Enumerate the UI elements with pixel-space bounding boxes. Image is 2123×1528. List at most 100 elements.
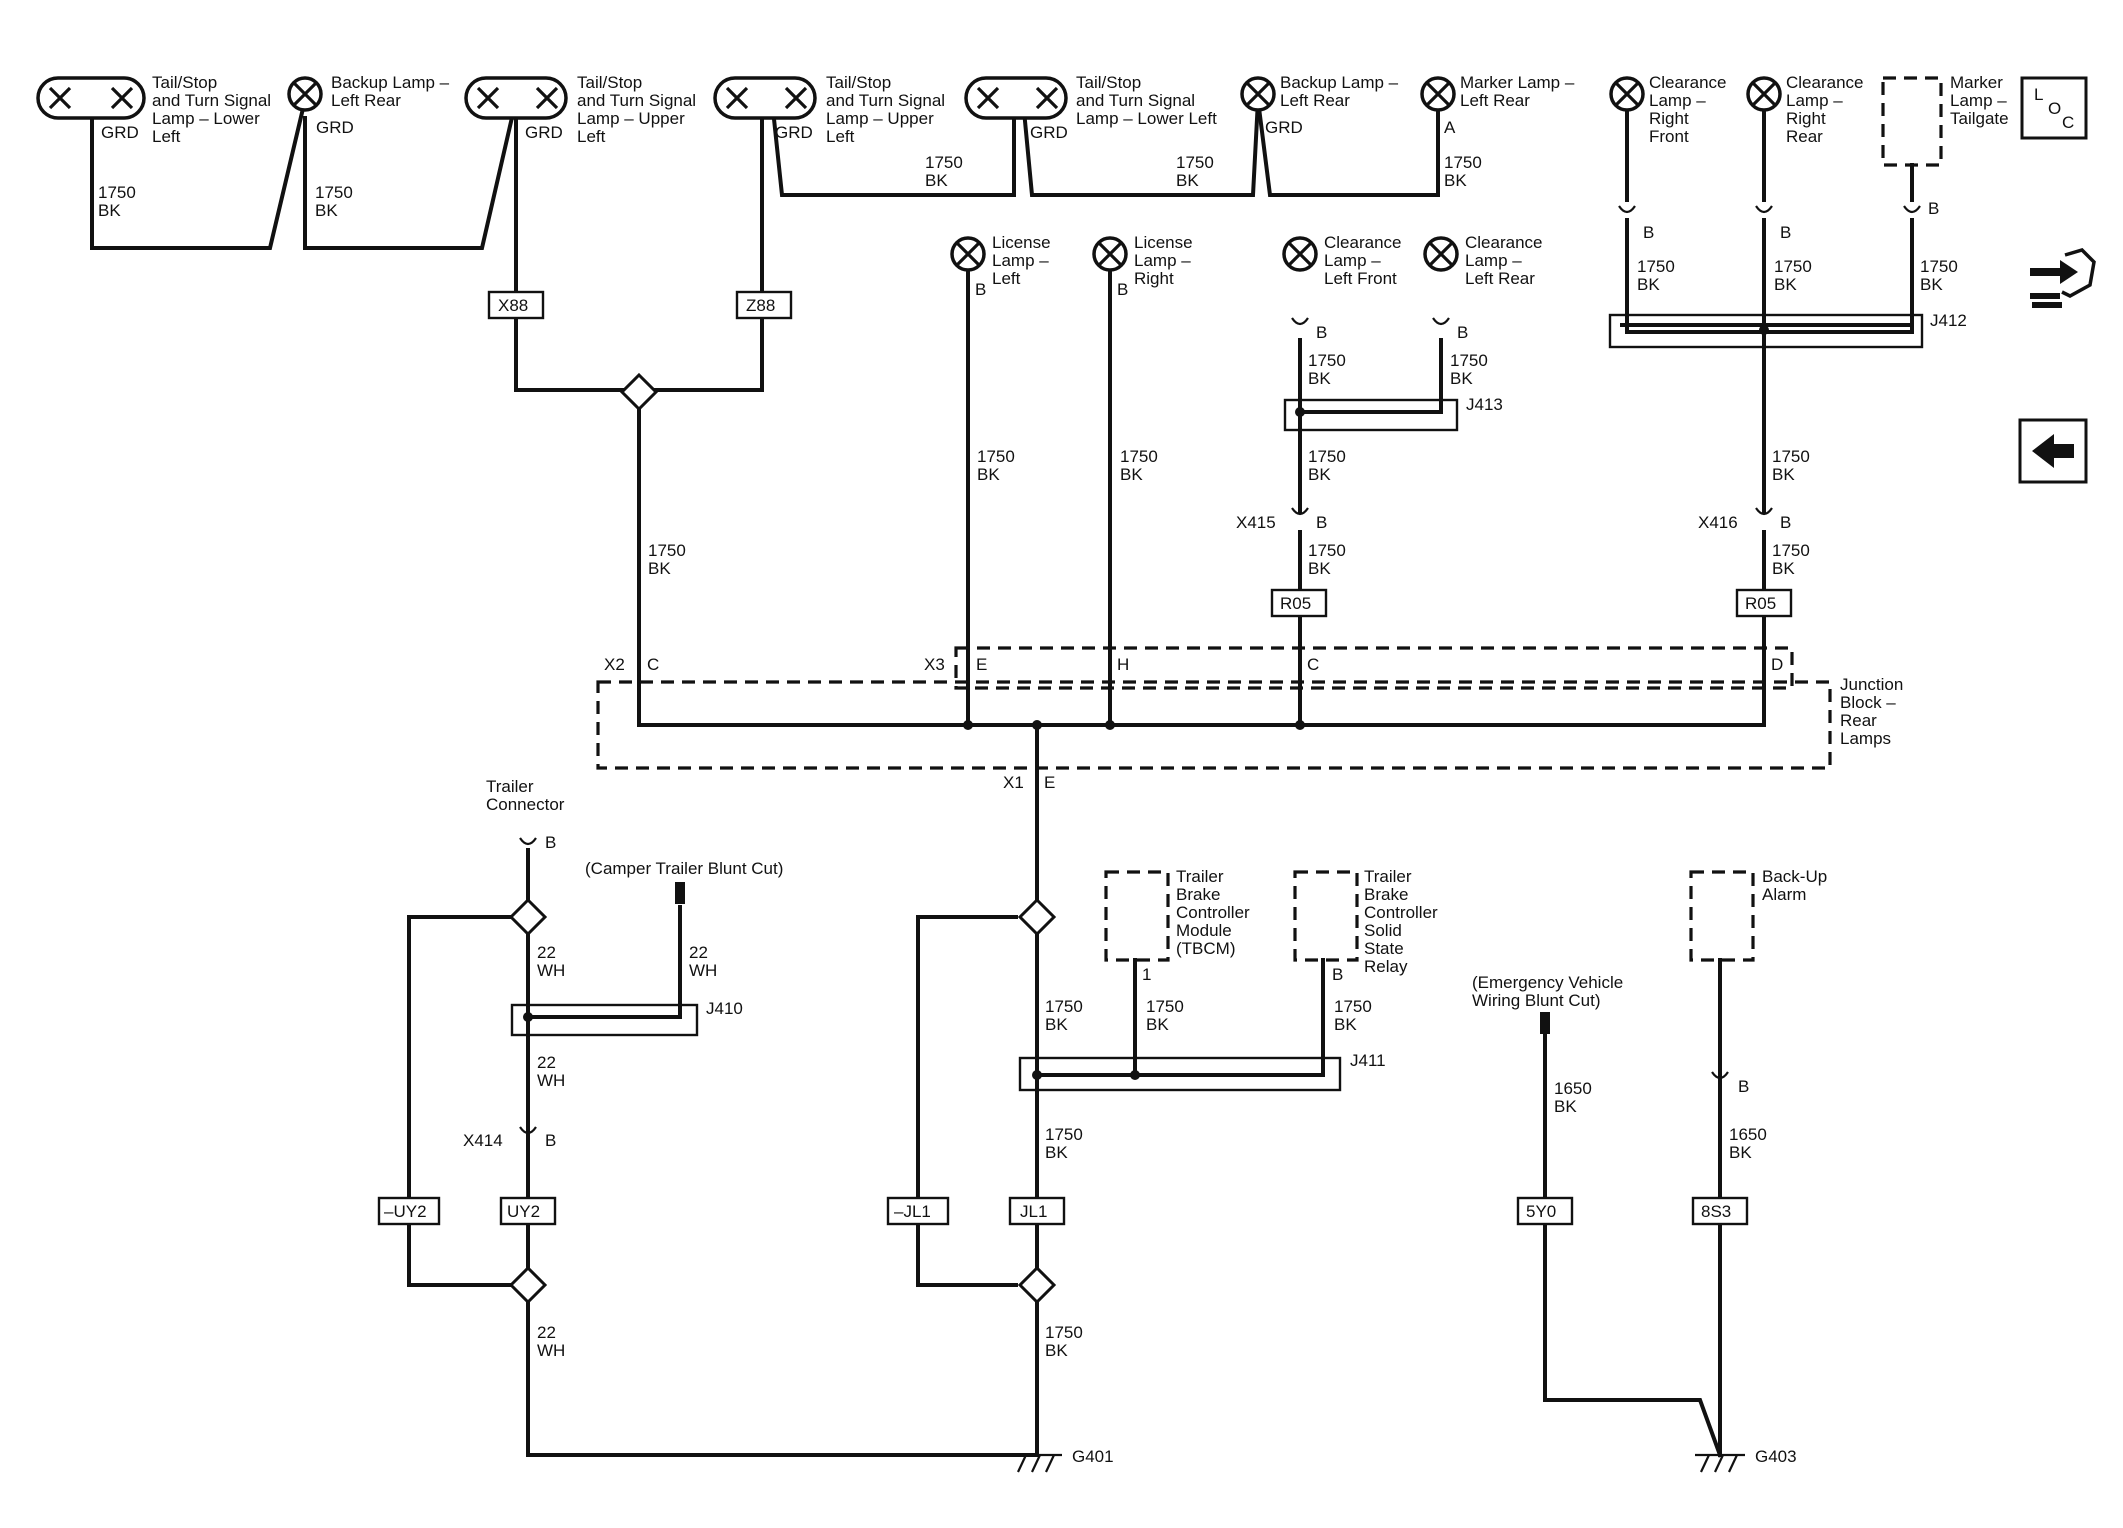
label-marker-left-rear: Marker Lamp –Left Rear [1460,73,1575,110]
pin-b-crf: B [1643,223,1654,242]
option-boxes [377,290,1793,1226]
pin-grd-2: GRD [316,118,354,137]
opt-njl1: –JL1 [894,1202,931,1221]
ground-g403: G403 [1755,1447,1797,1466]
lamp-clear-left-front [1282,236,1318,272]
lamp-backup-left [287,76,323,112]
pin-b-clr: B [1457,323,1468,342]
pin-b-alarm: B [1738,1077,1749,1096]
label-camper-cut: (Camper Trailer Blunt Cut) [585,859,783,878]
splice-dots [963,720,1305,730]
lamp-marker-left-rear [1420,76,1456,112]
opt-nuy2: –UY2 [384,1202,427,1221]
opt-jl1: JL1 [1020,1202,1047,1221]
pin-b-license-right: B [1117,280,1128,299]
connector-view-icon[interactable] [2030,248,2096,308]
opt-x88: X88 [498,296,528,315]
loc-o: O [2048,99,2061,118]
pin-b-license-left: B [975,280,986,299]
splice-j411: J411 [1350,1051,1386,1070]
lamp-clear-right-rear [1746,76,1782,112]
pin-d-x3: D [1771,655,1783,674]
diamond-splices [508,372,1057,1305]
junction-block-outline [596,680,1832,770]
splice-j412: J412 [1930,311,1967,330]
loc-c: C [2062,113,2074,132]
pin-b-clf: B [1316,323,1327,342]
conn-x415: X415 [1236,513,1276,532]
loc-icon[interactable]: L O C [2020,76,2088,140]
tbcm-outline [1104,870,1170,962]
conn-x1: X1 [1003,773,1024,792]
ground-g401: G401 [1072,1447,1114,1466]
connector-cups [519,205,1921,1135]
pin-a: A [1444,118,1456,137]
pin-b-crr: B [1780,223,1791,242]
pin-b-tailgate: B [1928,199,1939,218]
pin-b-relay: B [1332,965,1343,984]
opt-r05-right: R05 [1745,594,1776,613]
pin-grd-1: GRD [101,123,139,142]
label-backup-left-2: Backup Lamp –Left Rear [1280,73,1399,110]
opt-5y0: 5Y0 [1526,1202,1556,1221]
lamp-clear-right-front [1609,76,1645,112]
conn-x3: X3 [924,655,945,674]
lamp-tail-upper-left-2 [713,76,817,120]
pin-h-x3: H [1117,655,1129,674]
pin-grd-3: GRD [525,123,563,142]
pin-c-x3: C [1307,655,1319,674]
lamp-backup-left-2 [1240,76,1276,112]
backup-alarm-outline [1689,870,1755,962]
splice-j410: J410 [706,999,743,1018]
opt-uy2: UY2 [507,1202,540,1221]
lamp-license-left [950,236,986,272]
pin-c-x2: C [647,655,659,674]
lamp-tail-upper-left [464,76,568,120]
back-arrow-icon[interactable] [2018,418,2088,484]
pin-grd-5: GRD [1030,123,1068,142]
opt-8s3: 8S3 [1701,1202,1731,1221]
pin-b-x415: B [1316,513,1327,532]
opt-r05-left: R05 [1280,594,1311,613]
label-backup-left: Backup Lamp –Left Rear [331,73,450,110]
tbc-relay-outline [1293,870,1359,962]
pin-grd-6: GRD [1265,118,1303,137]
ground-g401-symbol [1012,1453,1062,1473]
